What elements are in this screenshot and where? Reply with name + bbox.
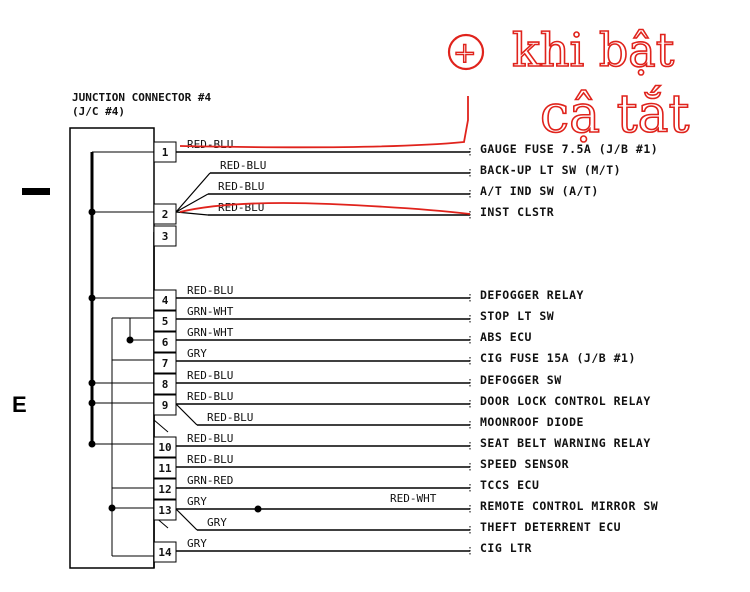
pin-cell-14	[153, 541, 177, 563]
pin-number-5: 5	[162, 315, 169, 328]
wire-destination: DEFOGGER RELAY	[480, 288, 584, 302]
wire-color-label: GRN-WHT	[187, 326, 234, 339]
pin-cell-5	[153, 310, 177, 332]
pin-number-7: 7	[162, 357, 169, 370]
wire-color-label: RED-BLU	[187, 284, 233, 297]
pin-cell-7	[153, 352, 177, 374]
pin-cell-8	[153, 373, 177, 395]
wire-color-label: RED-BLU	[220, 159, 266, 172]
wire-branch	[175, 172, 211, 213]
wire-destination: SEAT BELT WARNING RELAY	[480, 436, 651, 450]
pin-number-1: 1	[162, 146, 169, 159]
wire-branch	[175, 193, 209, 213]
pin-cell-13	[153, 499, 177, 521]
wire-color-label: RED-BLU	[187, 369, 233, 382]
wire-destination: INST CLSTR	[480, 205, 554, 219]
pin-number-6: 6	[162, 336, 169, 349]
annotation-stroke-2	[179, 202, 471, 215]
wire-destination: DEFOGGER SW	[480, 373, 562, 387]
pin-cell-9	[153, 394, 177, 416]
wire-color-label: RED-BLU	[187, 453, 233, 466]
pin-cell-11	[153, 457, 177, 479]
pin-cell-2	[153, 203, 177, 225]
ground-label: E	[12, 392, 27, 417]
wire-destination: REMOTE CONTROL MIRROR SW	[480, 499, 658, 513]
wire-color-label: GRY	[187, 347, 207, 360]
pin-number-14: 14	[158, 546, 172, 559]
wire-destination: ABS ECU	[480, 330, 532, 344]
pin-number-12: 12	[158, 483, 171, 496]
wire-destination: BACK-UP LT SW (M/T)	[480, 163, 621, 177]
wire-destination: CIG LTR	[480, 541, 532, 555]
pin-number-13: 13	[158, 504, 171, 517]
wire-destination: THEFT DETERRENT ECU	[480, 520, 621, 534]
wire-color-label: RED-BLU	[187, 390, 233, 403]
pin-number-8: 8	[162, 378, 169, 391]
wire-color-label: GRN-RED	[187, 474, 233, 487]
wire-color-label: GRY	[207, 516, 227, 529]
wire-branch	[175, 403, 198, 426]
annotation-symbol: +	[453, 36, 476, 69]
wire-destination: A/T IND SW (A/T)	[480, 184, 599, 198]
pin-cell-12	[153, 478, 177, 500]
wire-color-label: RED-BLU	[187, 138, 233, 151]
wire-color-label: RED-BLU	[218, 180, 264, 193]
pin-cell-6	[153, 331, 177, 353]
annotation-line-2: cậ tắt	[540, 85, 690, 145]
wire-destination: TCCS ECU	[480, 478, 539, 492]
pin-number-4: 4	[162, 294, 169, 307]
wire-color-label: RED-BLU	[187, 432, 233, 445]
pin-diagonal-9	[153, 419, 169, 433]
wire-destination: STOP LT SW	[480, 309, 554, 323]
plus-circle-icon	[447, 33, 485, 71]
wire-destination: CIG FUSE 15A (J/B #1)	[480, 351, 636, 365]
connector-subtitle: (J/C #4)	[72, 105, 125, 118]
wire-destination: GAUGE FUSE 7.5A (J/B #1)	[480, 142, 658, 156]
wire-color-label: GRY	[187, 537, 207, 550]
pin-cell-10	[153, 436, 177, 458]
wire-color-label: GRN-WHT	[187, 305, 234, 318]
splice-point	[254, 505, 262, 513]
pin-cell-3	[153, 225, 177, 247]
pin-number-11: 11	[158, 462, 172, 475]
splice-wire-label: RED-WHT	[390, 492, 437, 505]
pin-number-3: 3	[162, 230, 169, 243]
wire-destination: MOONROOF DIODE	[480, 415, 584, 429]
annotation-stroke-1	[179, 96, 469, 149]
wire-destination: DOOR LOCK CONTROL RELAY	[480, 394, 651, 408]
wire-color-label: GRY	[187, 495, 207, 508]
minus-mark	[22, 188, 50, 195]
pin-cell-4	[153, 289, 177, 311]
wire-branch	[175, 508, 198, 531]
wire-destination: SPEED SENSOR	[480, 457, 569, 471]
pin-number-2: 2	[162, 208, 169, 221]
pin-number-10: 10	[158, 441, 171, 454]
pin-number-9: 9	[162, 399, 169, 412]
connector-title: JUNCTION CONNECTOR #4	[72, 91, 211, 104]
wire-color-label: RED-BLU	[207, 411, 253, 424]
annotation-line-1: khi bật	[512, 23, 675, 77]
